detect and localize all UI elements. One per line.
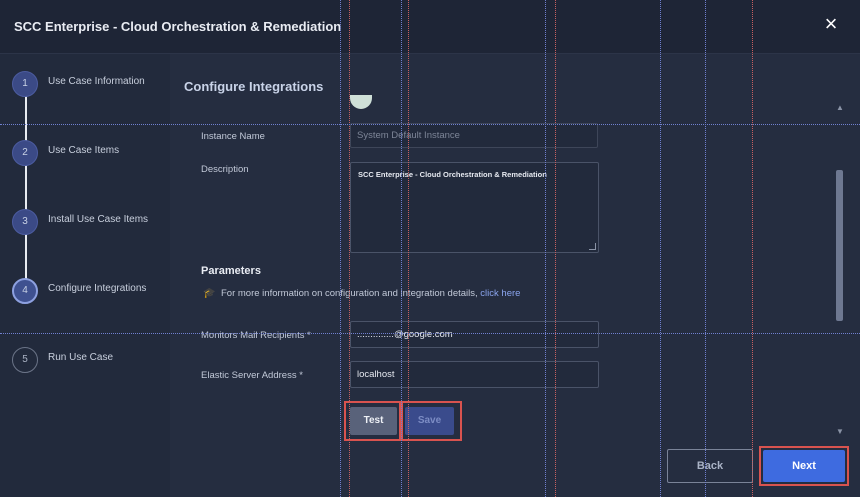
graduation-cap-icon: 🎓 <box>203 288 216 299</box>
guide-line <box>340 0 341 497</box>
elastic-server-input[interactable]: localhost <box>350 361 599 388</box>
step-configure-integrations[interactable]: 4 Configure Integrations <box>12 278 170 306</box>
description-textarea[interactable]: SCC Enterprise - Cloud Orchestration & R… <box>350 162 599 253</box>
elastic-server-value: localhost <box>357 369 395 380</box>
scroll-up-icon[interactable]: ▲ <box>836 103 844 112</box>
close-icon[interactable]: × <box>824 11 838 36</box>
instance-name-label: Instance Name <box>201 131 265 142</box>
guide-line <box>705 0 706 497</box>
step-install-use-case-items[interactable]: 3 Install Use Case Items <box>12 209 170 237</box>
step-label: Configure Integrations <box>48 283 147 294</box>
next-button[interactable]: Next <box>763 450 845 482</box>
guide-line <box>408 0 409 497</box>
test-button[interactable]: Test <box>350 407 397 435</box>
guide-line <box>0 333 860 334</box>
description-value: SCC Enterprise - Cloud Orchestration & R… <box>358 170 547 179</box>
guide-line <box>401 0 402 497</box>
step-label: Use Case Information <box>48 76 145 87</box>
save-button[interactable]: Save <box>405 407 454 435</box>
monitors-mail-label: Monitors Mail Recipients * <box>201 330 311 341</box>
instance-name-input[interactable]: System Default Instance <box>350 123 598 148</box>
guide-line <box>0 124 860 125</box>
scrollbar-thumb[interactable] <box>836 170 843 321</box>
stepper-sidebar <box>0 54 170 497</box>
description-label: Description <box>201 164 249 175</box>
step-label: Use Case Items <box>48 145 120 156</box>
parameters-info: 🎓For more information on configuration a… <box>203 288 520 299</box>
step-number: 1 <box>12 71 38 97</box>
monitors-mail-value: ..............@google.com <box>357 329 453 340</box>
monitors-mail-input[interactable]: ..............@google.com <box>350 321 599 348</box>
step-number: 4 <box>12 278 38 304</box>
step-number: 5 <box>12 347 38 373</box>
next-highlight-outline <box>759 446 849 486</box>
back-button[interactable]: Back <box>667 449 753 483</box>
test-highlight-outline <box>344 401 401 441</box>
step-run-use-case[interactable]: 5 Run Use Case <box>12 347 170 375</box>
integration-logo-icon <box>350 95 372 109</box>
save-highlight-outline <box>401 401 462 441</box>
step-use-case-information[interactable]: 1 Use Case Information <box>12 71 170 99</box>
step-number: 2 <box>12 140 38 166</box>
section-title: Configure Integrations <box>184 79 324 94</box>
stepper-line <box>25 93 27 288</box>
guide-line <box>349 0 350 497</box>
dialog-header: SCC Enterprise - Cloud Orchestration & R… <box>0 0 860 54</box>
scroll-down-icon[interactable]: ▼ <box>836 427 844 436</box>
step-label: Run Use Case <box>48 352 114 363</box>
dialog-title: SCC Enterprise - Cloud Orchestration & R… <box>14 19 342 34</box>
parameters-title: Parameters <box>201 265 261 277</box>
step-use-case-items[interactable]: 2 Use Case Items <box>12 140 170 168</box>
step-label: Install Use Case Items <box>48 214 149 225</box>
resize-handle-icon[interactable] <box>589 243 596 250</box>
guide-line <box>555 0 556 497</box>
main-panel <box>170 54 860 497</box>
step-number: 3 <box>12 209 38 235</box>
guide-line <box>752 0 753 497</box>
guide-line <box>660 0 661 497</box>
click-here-link[interactable]: click here <box>480 288 521 299</box>
guide-line <box>545 0 546 497</box>
elastic-server-label: Elastic Server Address * <box>201 370 303 381</box>
